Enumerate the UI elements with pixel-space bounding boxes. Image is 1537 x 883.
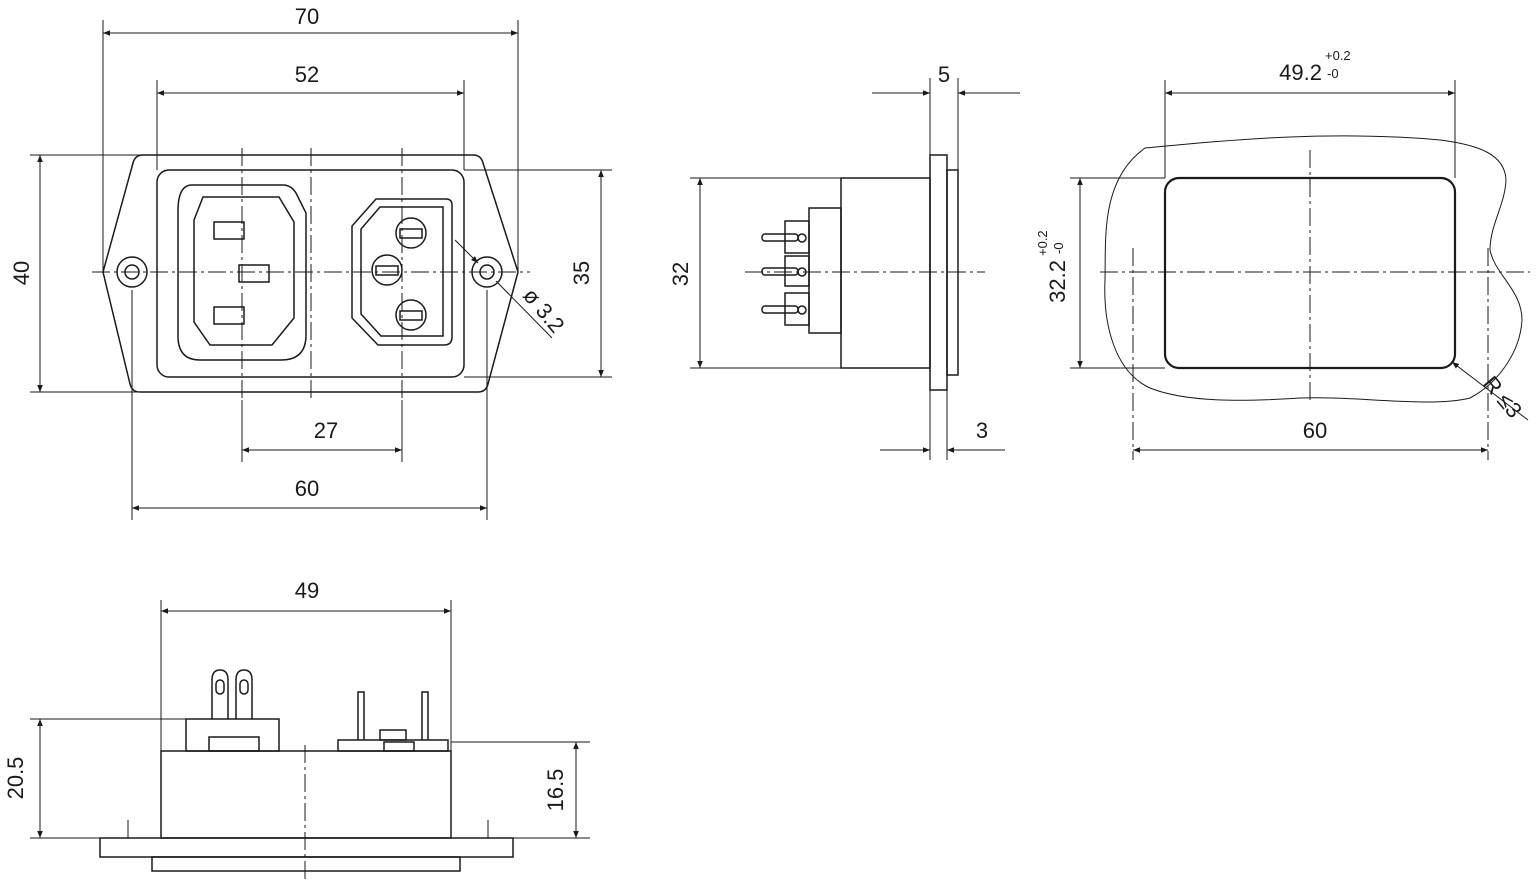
dim-text-flange-thickness: 3: [976, 418, 988, 443]
radius-leader: [1451, 361, 1529, 421]
bottom-clip-right: [421, 691, 429, 740]
outlet-contact-top: [395, 217, 427, 249]
dim-text-socket-pitch: 27: [314, 418, 338, 443]
bottom-view: 49 20.5 16.5: [3, 578, 590, 880]
dim-tol-height-minus: -0: [1051, 242, 1066, 254]
dim-text-height: 40: [9, 261, 34, 285]
inlet-socket-outer: [177, 184, 307, 361]
panel-outline-freehand: [1104, 135, 1523, 403]
outlet-contact-center-slot: [375, 265, 399, 276]
dim-text-inner-height: 35: [569, 261, 594, 285]
outlet-contact-bottom-slot: [399, 310, 423, 321]
dim-text-body-height: 16.5: [543, 769, 568, 812]
side-terminal-top: [761, 220, 810, 254]
dim-text-bottom-width: 49: [295, 578, 319, 603]
dim-text-cutout-height: 32.2: [1045, 260, 1070, 303]
dim-text-frame-width: 52: [295, 62, 319, 87]
inlet-pin-bottom: [213, 306, 245, 325]
bottom-terminal-slot: [208, 736, 260, 752]
bottom-tab-2: [235, 669, 253, 719]
bottom-terminal-block: [185, 718, 280, 752]
side-terminal-block: [808, 207, 842, 334]
bottom-clip-latch: [383, 741, 415, 752]
dim-tol-width-minus: -0: [1327, 66, 1339, 81]
inlet-pin-center: [238, 264, 270, 283]
bottom-tab-1: [211, 669, 229, 719]
dim-text-corner-radius: R ≤3: [1478, 371, 1527, 423]
outlet-socket-outer: [351, 198, 453, 346]
bottom-body: [160, 750, 452, 839]
inlet-socket-inner: [193, 196, 295, 346]
dim-text-cutout-width: 49.2: [1279, 60, 1322, 85]
front-flange-outline: [102, 154, 519, 393]
front-view: 70 52 40 35 27 60 ø 3.2: [9, 4, 612, 520]
bottom-clip-left: [357, 691, 365, 740]
side-terminal-middle: [761, 255, 810, 287]
side-terminal-bottom: [761, 292, 810, 326]
bottom-clip-center: [379, 729, 407, 741]
dim-text-body-height: 32: [668, 262, 693, 286]
dim-text-total-height: 20.5: [3, 757, 28, 800]
hole-leader-out: [495, 280, 553, 339]
dim-tol-width-plus: +0.2: [1325, 48, 1351, 63]
cutout-view: 49.2 +0.2 -0 32.2 +0.2 -0 60 R ≤3: [1035, 48, 1530, 460]
dim-text-cutout-hole-spacing: 60: [1303, 418, 1327, 443]
side-view: 5 32 3: [668, 62, 1020, 460]
bottom-flange: [99, 837, 514, 858]
bottom-tab-2-hole: [239, 679, 249, 695]
side-body: [840, 177, 931, 369]
hole-leader-in: [454, 239, 479, 264]
dim-tol-height-plus: +0.2: [1035, 230, 1050, 256]
outlet-contact-bottom: [395, 299, 427, 331]
dim-text-hole-diameter: ø 3.2: [518, 283, 569, 337]
dim-text-overall-width: 70: [295, 4, 319, 29]
bottom-tab-1-hole: [215, 679, 225, 695]
dim-text-hole-spacing: 60: [295, 476, 319, 501]
outlet-socket-inner: [360, 206, 444, 337]
dim-text-flange-depth: 5: [938, 62, 950, 87]
bottom-flange-lip: [151, 856, 461, 872]
outlet-contact-top-slot: [399, 228, 423, 239]
inlet-pin-top: [213, 221, 245, 240]
